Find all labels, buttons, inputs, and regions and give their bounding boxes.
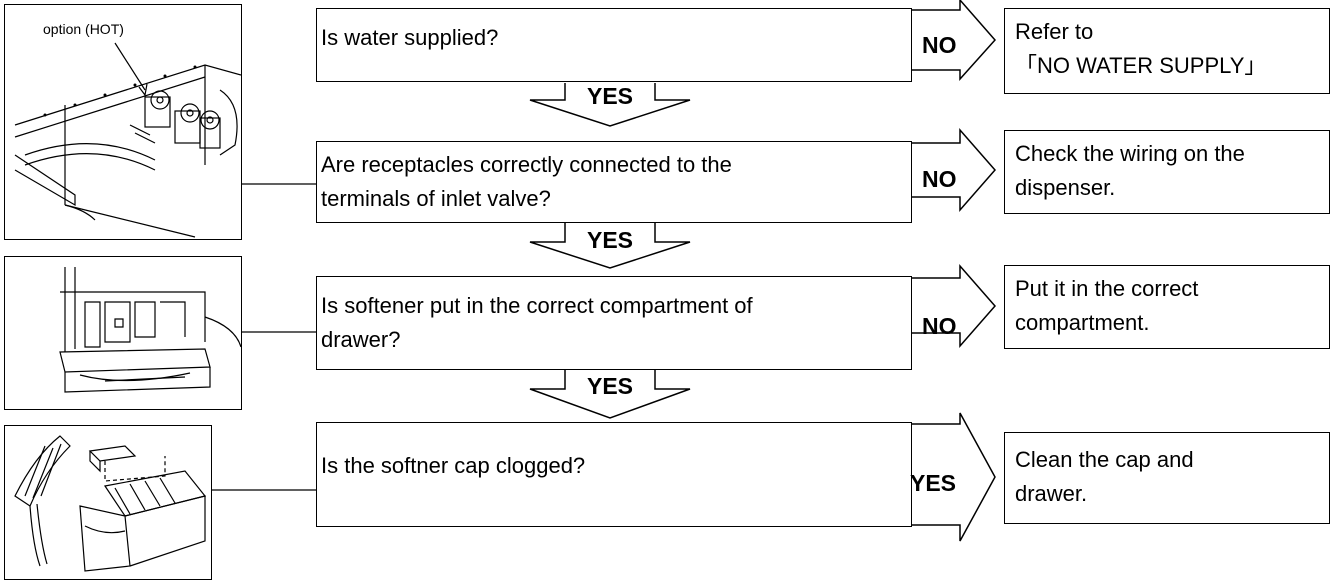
question-box-2: Are receptacles correctly connected to t… — [316, 141, 912, 223]
yes-label-1: YES — [587, 83, 634, 109]
yes-label-3: YES — [587, 373, 634, 399]
dispenser-drawer-illustration — [4, 256, 242, 410]
branch-label-2: NO — [922, 166, 957, 192]
branch-arrow-2 — [910, 128, 996, 212]
brush-and-cap-illustration — [4, 425, 212, 580]
action-1-text: Refer to 「NO WATER SUPPLY」 — [1015, 19, 1267, 78]
branch-arrow-1 — [910, 0, 997, 81]
branch-label-3: NO — [922, 313, 957, 339]
branch-label-1: NO — [922, 32, 957, 58]
question-box-1: Is water supplied? — [316, 8, 912, 82]
inlet-valve-illustration: option (HOT) — [4, 4, 242, 240]
branch-label-4: YES — [910, 470, 957, 496]
action-box-3: Put it in the correct compartment. — [1004, 265, 1330, 349]
yes-arrow-3 — [529, 369, 691, 419]
question-2-text: Are receptacles correctly connected to t… — [321, 152, 732, 211]
question-1-text: Is water supplied? — [321, 25, 499, 50]
action-3-text: Put it in the correct compartment. — [1015, 276, 1199, 335]
action-2-text: Check the wiring on the dispenser. — [1015, 141, 1245, 200]
action-box-1: Refer to 「NO WATER SUPPLY」 — [1004, 8, 1330, 94]
branch-arrow-4 — [910, 412, 996, 542]
action-box-4: Clean the cap and drawer. — [1004, 432, 1330, 524]
yes-arrow-1 — [529, 83, 691, 127]
branch-arrow-3 — [910, 264, 996, 348]
valve-callout-label: option (HOT) — [43, 21, 124, 37]
question-4-text: Is the softner cap clogged? — [321, 453, 586, 478]
action-4-text: Clean the cap and drawer. — [1015, 447, 1194, 506]
yes-label-2: YES — [587, 227, 634, 253]
question-3-text: Is softener put in the correct compartme… — [321, 293, 753, 352]
yes-arrow-2 — [529, 222, 691, 269]
question-box-3: Is softener put in the correct compartme… — [316, 276, 912, 370]
action-box-2: Check the wiring on the dispenser. — [1004, 130, 1330, 214]
question-box-4: Is the softner cap clogged? — [316, 422, 912, 527]
